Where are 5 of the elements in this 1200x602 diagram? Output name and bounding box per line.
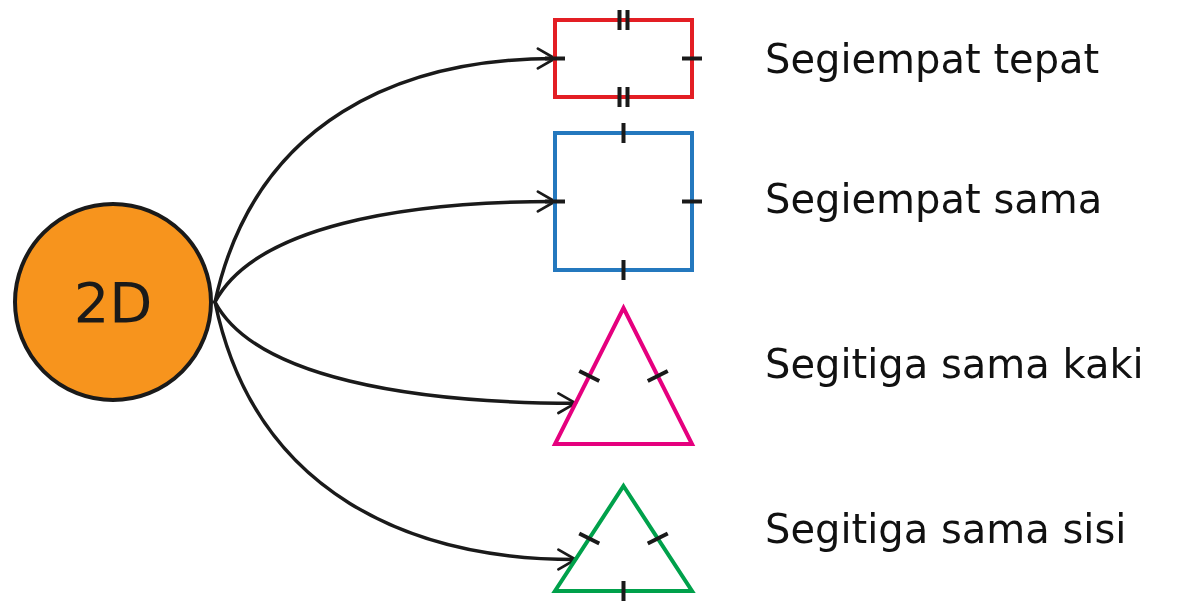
shape-label: Segitiga sama sisi: [765, 506, 1127, 552]
shape-label: Segitiga sama kaki: [765, 341, 1144, 387]
shape-label: Segiempat sama: [765, 176, 1103, 222]
circle-node: 2D: [13, 202, 213, 402]
shape-label: Segiempat tepat: [765, 36, 1100, 82]
